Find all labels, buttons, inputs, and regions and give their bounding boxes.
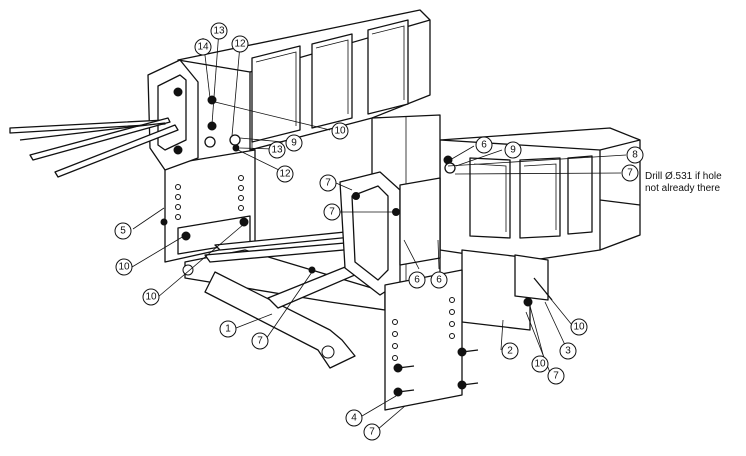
callout-label: 10 [334, 126, 346, 137]
callout-10: 10 [331, 122, 349, 140]
callout-label: 6 [481, 140, 487, 151]
callout-4: 4 [345, 409, 363, 427]
drill-note-line-2: not already there [645, 183, 721, 194]
callout-10: 10 [115, 258, 133, 276]
callout-label: 7 [553, 371, 559, 382]
callout-7: 7 [621, 164, 639, 182]
callout-label: 13 [271, 145, 283, 156]
callout-label: 7 [325, 178, 331, 189]
drill-note-line-1: Drill Ø.531 if hole [645, 171, 722, 182]
callout-label: 3 [565, 346, 571, 357]
callout-label: 13 [213, 26, 225, 37]
callout-label: 10 [145, 292, 157, 303]
callout-label: 7 [369, 427, 375, 438]
callout-8: 8 [626, 146, 644, 164]
rear-frame [177, 9, 431, 151]
callout-6: 6 [408, 271, 426, 289]
drill-note: Drill Ø.531 if hole not already there [645, 171, 722, 195]
callout-3: 3 [559, 342, 577, 360]
tool-beam [439, 127, 641, 263]
callout-label: 8 [632, 150, 638, 161]
leader-lines [131, 29, 627, 431]
callout-6: 6 [430, 271, 448, 289]
callout-label: 7 [329, 207, 335, 218]
callout-7: 7 [323, 203, 341, 221]
callout-label: 1 [225, 324, 231, 335]
left-tines [9, 117, 179, 178]
callout-12: 12 [231, 35, 249, 53]
callout-label: 6 [414, 275, 420, 286]
callout-label: 7 [627, 168, 633, 179]
lower-front-plate [384, 269, 479, 411]
callout-7: 7 [547, 367, 565, 385]
callout-label: 7 [257, 336, 263, 347]
callout-label: 9 [510, 145, 516, 156]
callout-10: 10 [531, 355, 549, 373]
callout-13: 13 [268, 141, 286, 159]
callout-label: 12 [234, 39, 246, 50]
callout-label: 14 [197, 42, 209, 53]
callout-label: 4 [351, 413, 357, 424]
callout-10: 10 [570, 318, 588, 336]
callout-label: 12 [279, 169, 291, 180]
callout-7: 7 [251, 332, 269, 350]
callout-label: 6 [436, 275, 442, 286]
callout-7: 7 [319, 174, 337, 192]
callout-label: 10 [573, 322, 585, 333]
callout-2: 2 [501, 342, 519, 360]
callout-label: 2 [507, 346, 513, 357]
callout-label: 10 [534, 359, 546, 370]
callout-6: 6 [475, 136, 493, 154]
callout-9: 9 [285, 134, 303, 152]
callout-label: 9 [291, 138, 297, 149]
callout-label: 10 [118, 262, 130, 273]
callout-14: 14 [194, 38, 212, 56]
upper-left-slot-plate [147, 59, 199, 171]
callout-10: 10 [142, 288, 160, 306]
callout-1: 1 [219, 320, 237, 338]
callout-13: 13 [210, 22, 228, 40]
callout-12: 12 [276, 165, 294, 183]
callout-9: 9 [504, 141, 522, 159]
lower-right-plate [461, 249, 553, 331]
callout-5: 5 [114, 222, 132, 240]
callout-label: 5 [120, 226, 126, 237]
callout-7: 7 [363, 423, 381, 441]
